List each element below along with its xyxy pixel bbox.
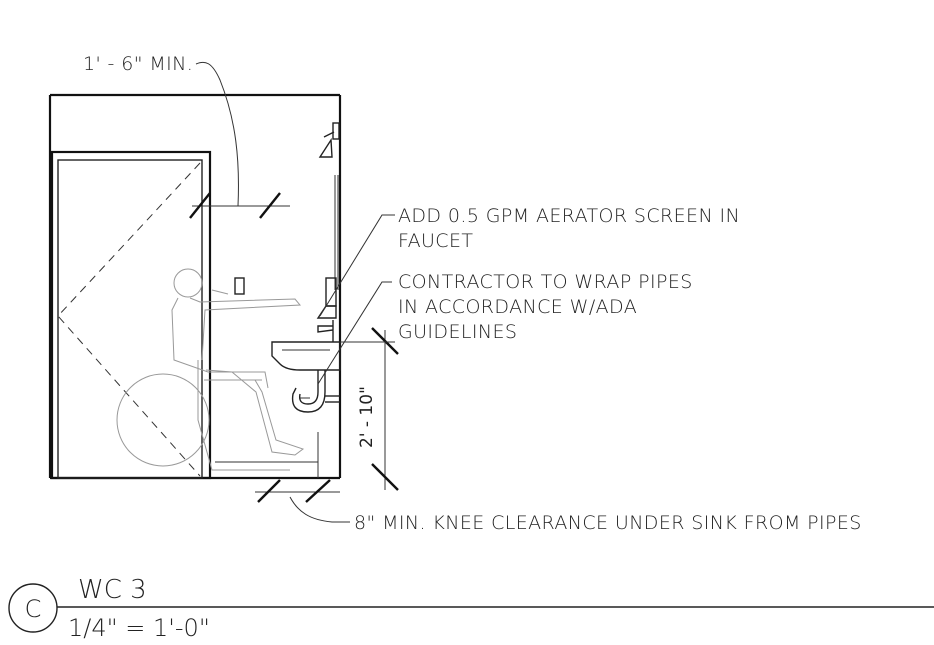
detail-mark: C [25, 595, 42, 623]
dispenser-icon [316, 277, 337, 319]
switch-icon [234, 277, 245, 295]
min-width-label: 1' - 6" MIN. [83, 53, 193, 75]
title-block: C WC 3 1/4" = 1'-0" [8, 575, 934, 642]
aerator-leader [319, 214, 395, 317]
detail-title: WC 3 [78, 575, 147, 605]
light-fixture-icon [318, 122, 340, 158]
sink [271, 341, 341, 371]
pipes-note-line3: GUIDELINES [398, 321, 517, 343]
dimension-min-width [189, 61, 290, 219]
door [50, 150, 212, 480]
pipes-note-line2: IN ACCORDANCE W/ADA [398, 296, 637, 318]
dimension-knee [255, 479, 350, 523]
pipes-note-line1: CONTRACTOR TO WRAP PIPES [398, 271, 693, 293]
faucet-icon [317, 320, 334, 342]
knee-clearance-note: 8" MIN. KNEE CLEARANCE UNDER SINK FROM P… [354, 512, 862, 534]
pipes-leader [317, 281, 392, 385]
p-trap-pipe [291, 370, 340, 413]
height-label: 2' - 10" [357, 386, 377, 448]
aerator-note-line2: FAUCET [398, 230, 473, 252]
detail-scale: 1/4" = 1'-0" [68, 614, 210, 642]
mirror [334, 175, 339, 290]
dimension-height [340, 327, 399, 491]
aerator-note-line1: ADD 0.5 GPM AERATOR SCREEN IN [398, 205, 740, 227]
wheelchair-figure [116, 268, 305, 471]
